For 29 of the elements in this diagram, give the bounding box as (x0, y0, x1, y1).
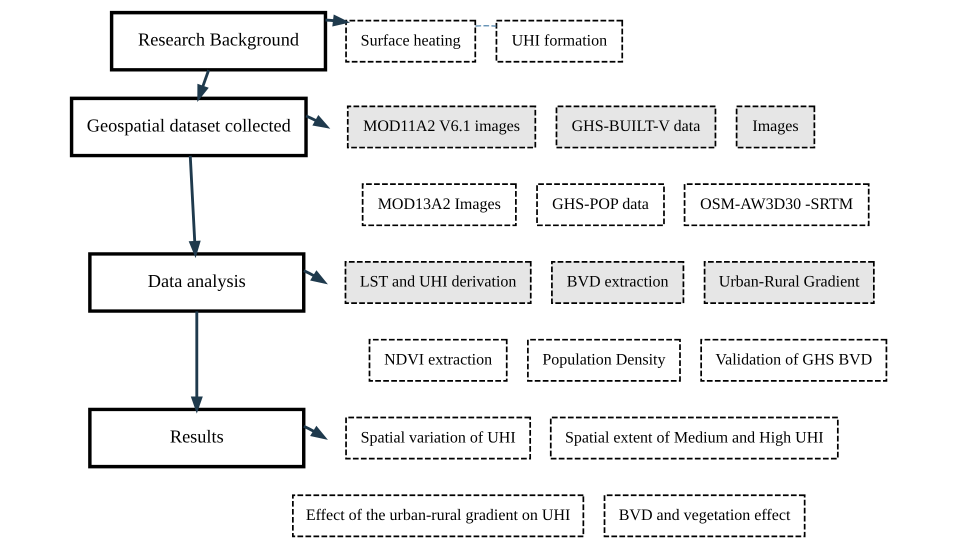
node-box: GHS-POP data (536, 183, 664, 226)
node-box: Population Density (526, 338, 680, 382)
node-box: Data analysis (88, 252, 305, 313)
node-box: Urban-Rural Gradient (703, 261, 874, 304)
node-box: Validation of GHS BVD (700, 338, 887, 382)
node-box: Research Background (109, 10, 327, 72)
node-box: UHI formation (495, 20, 623, 63)
node-box: LST and UHI derivation (344, 261, 532, 304)
node-box: Spatial extent of Medium and High UHI (549, 416, 838, 460)
node-box: Surface heating (344, 20, 476, 63)
node-box: Results (88, 408, 305, 468)
node-box: Geospatial dataset collected (69, 96, 308, 158)
node-box: Images (735, 106, 815, 148)
node-box: GHS-BUILT-V data (555, 106, 716, 148)
node-box: OSM-AW3D30 -SRTM (683, 183, 870, 226)
arrow (305, 114, 330, 129)
arrow (302, 269, 328, 284)
node-box: BVD extraction (550, 261, 684, 304)
node-box: NDVI extraction (368, 338, 508, 382)
arrow (188, 156, 200, 258)
arrow (196, 70, 210, 102)
node-box: Spatial variation of UHI (344, 416, 531, 460)
node-box: Effect of the urban-rural gradient on UHI (292, 494, 584, 538)
node-box: MOD13A2 Images (361, 183, 516, 226)
arrow (190, 311, 202, 414)
node-box: BVD and vegetation effect (603, 494, 806, 538)
node-box: MOD11A2 V6.1 images (346, 106, 536, 148)
arrow (302, 424, 328, 440)
connector (474, 25, 496, 27)
